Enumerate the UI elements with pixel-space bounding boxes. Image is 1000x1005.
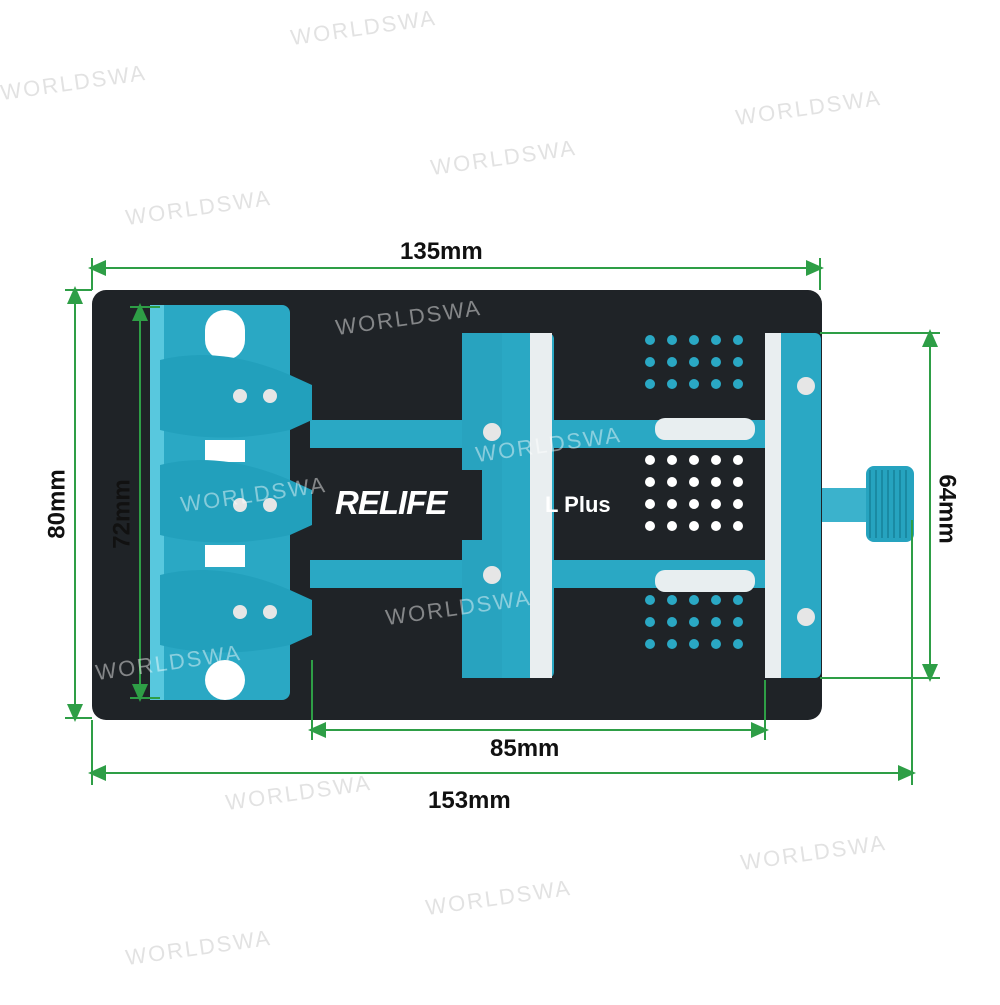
plate-hole [667, 521, 677, 531]
plate-hole [645, 357, 655, 367]
plate-hole [645, 499, 655, 509]
plate-hole [689, 379, 699, 389]
plate-hole [733, 335, 743, 345]
plate-hole [689, 595, 699, 605]
plate-hole [645, 617, 655, 627]
plate-hole [733, 639, 743, 649]
plate-hole [733, 595, 743, 605]
plate-hole [689, 639, 699, 649]
plate-hole [689, 499, 699, 509]
right-sliding-clamp [765, 333, 821, 678]
middle-sliding-clamp [462, 333, 554, 678]
dim-top-width: 135mm [400, 238, 483, 265]
plate-hole [711, 617, 721, 627]
dim-right-height: 64mm [933, 474, 961, 544]
plate-hole [667, 477, 677, 487]
plate-hole [645, 595, 655, 605]
dim-left-height: 80mm [43, 469, 71, 539]
plate-hole [711, 455, 721, 465]
plate-hole [689, 357, 699, 367]
plate-hole [733, 521, 743, 531]
dimension-lines [65, 258, 940, 785]
plate-hole [689, 521, 699, 531]
plate-hole [733, 455, 743, 465]
plate-hole [667, 455, 677, 465]
brand-logo: RELIFE [335, 484, 447, 521]
plate-hole [689, 335, 699, 345]
plate-hole [645, 639, 655, 649]
plate-hole [689, 477, 699, 487]
plate-hole [711, 595, 721, 605]
plate-hole [667, 595, 677, 605]
plate-hole [733, 499, 743, 509]
plate-hole [667, 617, 677, 627]
plate-hole [667, 639, 677, 649]
plate-hole [645, 335, 655, 345]
plate-hole [711, 379, 721, 389]
plate-hole [645, 521, 655, 531]
plate-hole [711, 335, 721, 345]
plate-hole [667, 357, 677, 367]
plate-hole [711, 499, 721, 509]
plate-hole [733, 477, 743, 487]
plate-hole [667, 499, 677, 509]
plate-hole [645, 455, 655, 465]
plate-hole [711, 639, 721, 649]
plate-hole [689, 617, 699, 627]
plate-hole [711, 477, 721, 487]
adjustment-knob [822, 466, 914, 542]
plate-hole [711, 357, 721, 367]
plate-hole [733, 379, 743, 389]
plate-hole [711, 521, 721, 531]
model-label: L Plus [545, 492, 611, 517]
plate-hole [667, 335, 677, 345]
plate-hole [645, 379, 655, 389]
dim-inner-span: 85mm [490, 735, 560, 762]
dim-bottom-width: 153mm [428, 787, 511, 814]
dim-inner-left-height: 72mm [108, 479, 136, 549]
hole-grid [645, 335, 743, 649]
plate-hole [645, 477, 655, 487]
plate-hole [733, 357, 743, 367]
plate-hole [733, 617, 743, 627]
plate-hole [689, 455, 699, 465]
plate-hole [667, 379, 677, 389]
left-clamp-column [150, 305, 312, 700]
